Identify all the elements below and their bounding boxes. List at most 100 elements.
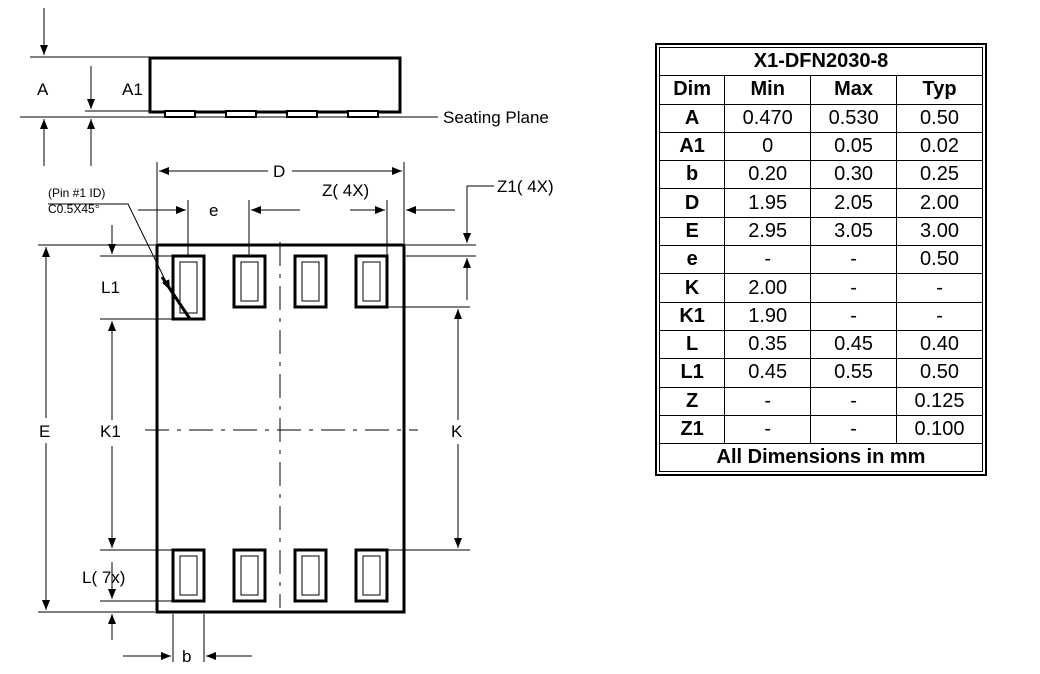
dim-z1-leader: [463, 185, 494, 243]
table-header-row: Dim Min Max Typ: [658, 75, 983, 105]
dimension-value-cell: 2.05: [810, 188, 898, 218]
table-row: Z1--0.100: [658, 414, 983, 445]
dimension-name-cell: L: [658, 329, 726, 360]
label-z: Z( 4X): [322, 181, 369, 200]
dimension-value-cell: 3.00: [896, 216, 983, 247]
top-pad-inner: [301, 261, 320, 302]
label-a: A: [37, 80, 49, 99]
table-footer: All Dimensions in mm: [659, 443, 983, 473]
label-b: b: [182, 647, 191, 666]
dimension-value-cell: 1.90: [724, 301, 812, 331]
bottom-pad-inner: [301, 555, 320, 596]
pin1-note-line1: (Pin #1 ID): [48, 186, 105, 200]
dimension-value-cell: 0.50: [896, 103, 983, 133]
dimension-value-cell: 0.02: [896, 131, 983, 162]
dimension-value-cell: 0.45: [810, 329, 898, 360]
side-view-pad: [347, 110, 379, 118]
table-row: Z--0.125: [658, 386, 983, 416]
label-a1: A1: [122, 80, 143, 99]
bottom-pad-inner: [240, 555, 259, 596]
top-pad-inner: [179, 261, 198, 314]
label-l: L( 7x): [82, 568, 125, 587]
dimension-value-cell: 2.00: [724, 273, 812, 303]
dimension-name-cell: Z1: [658, 414, 726, 445]
label-k1: K1: [100, 422, 121, 441]
column-header: Max: [810, 75, 898, 105]
dimension-value-cell: -: [810, 273, 898, 303]
dimension-name-cell: Z: [658, 386, 726, 416]
dimension-name-cell: A1: [658, 131, 726, 162]
dimension-value-cell: -: [810, 414, 898, 445]
dimension-value-cell: 0.20: [724, 160, 812, 190]
table-footer-row: All Dimensions in mm: [659, 443, 983, 473]
dimension-value-cell: 1.95: [724, 188, 812, 218]
label-e-pitch: e: [209, 201, 218, 220]
column-header: Min: [724, 75, 812, 105]
label-e-height: E: [39, 422, 50, 441]
pin1-note-line2: C0.5X45°: [48, 202, 100, 216]
dimension-value-cell: 0.40: [896, 329, 983, 360]
dimension-value-cell: -: [896, 273, 983, 303]
dimension-value-cell: 0.50: [896, 358, 983, 388]
dimension-name-cell: E: [658, 216, 726, 247]
top-pad-4: [354, 254, 389, 309]
dimension-value-cell: -: [896, 301, 983, 331]
dimension-value-cell: 0.530: [810, 103, 898, 133]
bottom-pad: [232, 548, 267, 603]
dimension-value-cell: 0.05: [810, 131, 898, 162]
dimension-name-cell: L1: [658, 358, 726, 388]
pin1-note-leader: [48, 203, 171, 291]
top-view: D e Z( 4X) Z1( 4X) (Pin #1 ID) C0.5X45° …: [38, 162, 554, 666]
dimension-value-cell: 0.470: [724, 103, 812, 133]
bottom-pad-inner: [179, 555, 198, 596]
top-pad-inner: [362, 261, 381, 302]
dimension-value-cell: -: [810, 301, 898, 331]
package-outline-drawing: A A1 Seating Plane D: [20, 8, 554, 666]
dimension-value-cell: 0.100: [896, 414, 983, 445]
bottom-pad: [293, 548, 328, 603]
label-k: K: [451, 422, 463, 441]
top-pad-3: [293, 254, 328, 309]
dimension-value-cell: 0: [724, 131, 812, 162]
dimension-name-cell: K1: [658, 301, 726, 331]
table-row: e--0.50: [658, 245, 983, 275]
dimension-value-cell: -: [724, 245, 812, 275]
label-l1: L1: [101, 278, 120, 297]
dimension-value-cell: 0.45: [724, 358, 812, 388]
dimension-name-cell: e: [658, 245, 726, 275]
dimension-value-cell: 2.95: [724, 216, 812, 247]
label-seating-plane: Seating Plane: [443, 108, 549, 127]
bottom-pad: [171, 548, 206, 603]
dimension-value-cell: 3.05: [810, 216, 898, 247]
dimension-value-cell: 0.125: [896, 386, 983, 416]
bottom-pad: [354, 548, 389, 603]
side-view: A A1 Seating Plane: [20, 8, 549, 166]
dimension-name-cell: D: [658, 188, 726, 218]
column-header: Dim: [658, 75, 726, 105]
dimension-value-cell: 0.55: [810, 358, 898, 388]
label-z1: Z1( 4X): [497, 177, 554, 196]
table-title-row: X1-DFN2030-8: [659, 46, 983, 77]
dimension-value-cell: -: [810, 386, 898, 416]
dimension-value-cell: 0.50: [896, 245, 983, 275]
table-title: X1-DFN2030-8: [659, 46, 983, 77]
top-pad-inner: [240, 261, 259, 302]
side-view-pad: [225, 110, 257, 118]
dimension-value-cell: -: [810, 245, 898, 275]
dimension-name-cell: A: [658, 103, 726, 133]
dimension-value-cell: 2.00: [896, 188, 983, 218]
side-view-pad: [286, 110, 318, 118]
dimension-name-cell: b: [658, 160, 726, 190]
side-view-pad: [164, 110, 196, 118]
dimension-name-cell: K: [658, 273, 726, 303]
